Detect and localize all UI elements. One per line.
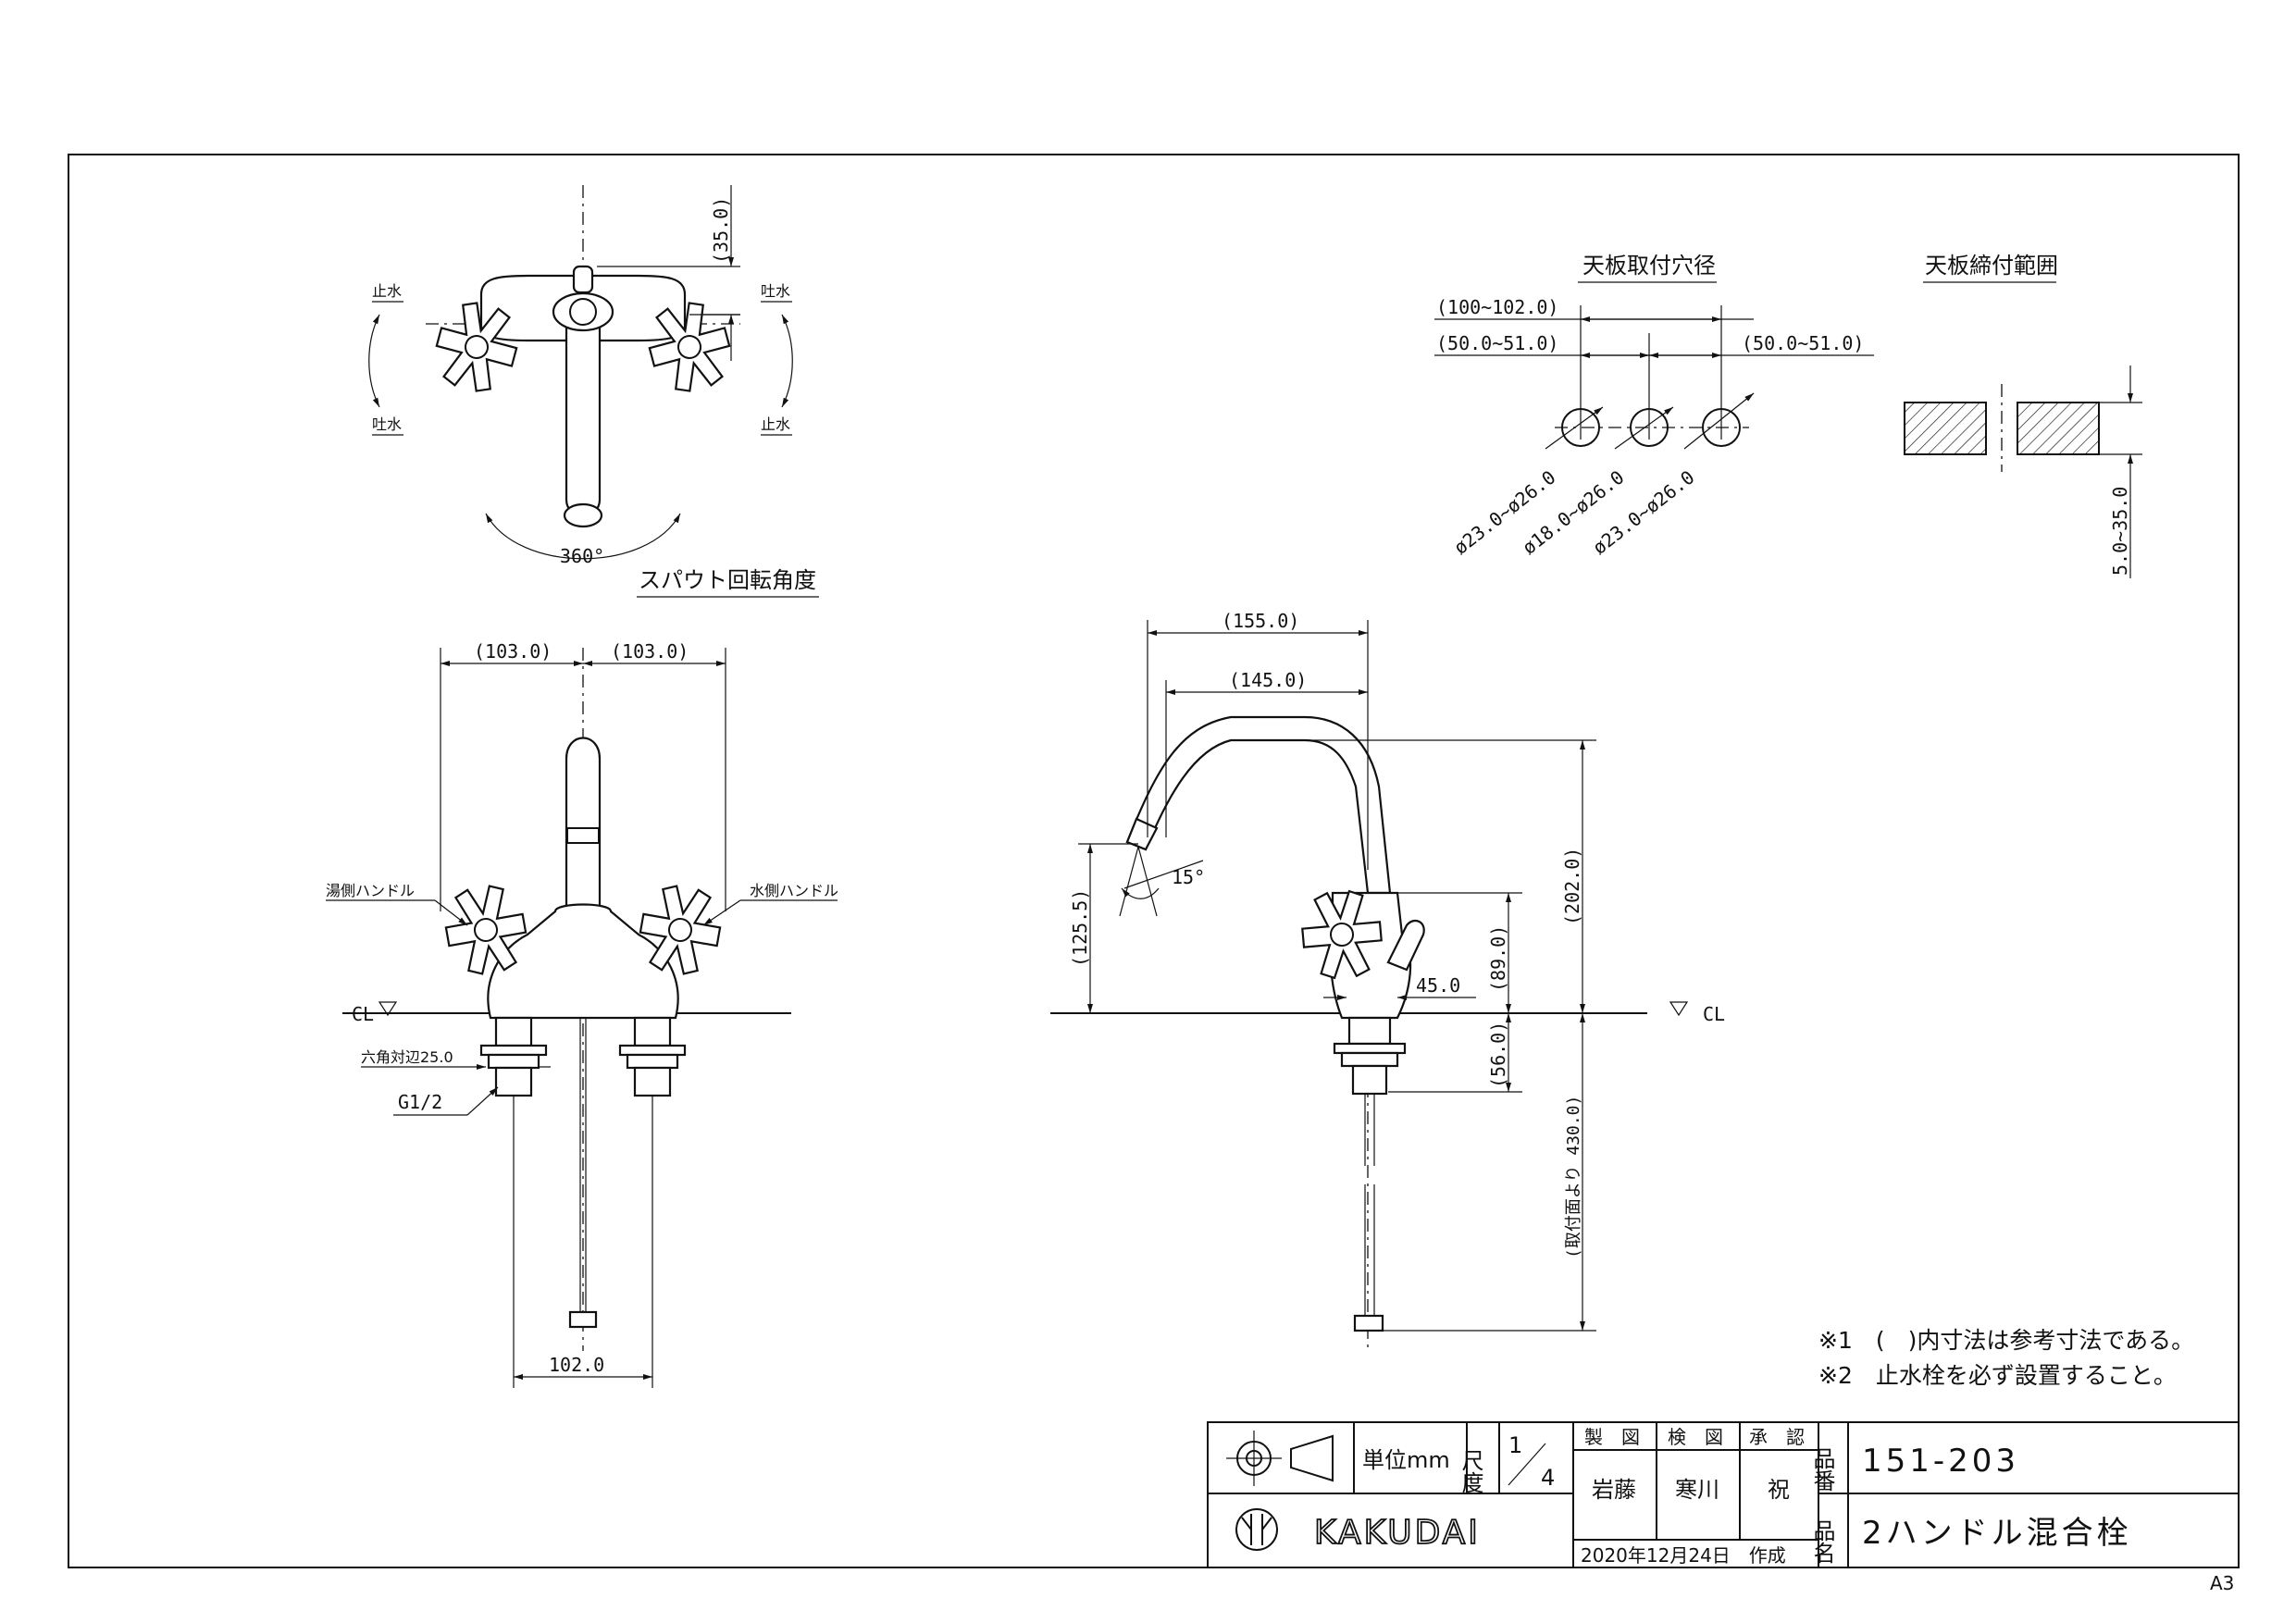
creation-date: 2020年12月24日 作成 [1581,1544,1786,1567]
sheet-border [68,154,2240,1568]
spout-rotation-caption: スパウト回転角度 [639,567,816,593]
role-drawn: 製 図 [1584,1426,1640,1448]
front-view: (103.0) (103.0) 湯側ハンドル 水側ハンドル CL 六角対辺25.… [326,640,838,1388]
holes-title: 天板取付穴径 [1582,253,1716,279]
side-dim-430: (取付面より 430.0) [1564,1096,1583,1258]
range-title: 天板締付範囲 [1925,253,2058,279]
side-view: (155.0) (145.0) (202.0) (89.0) (56.0) (取… [1050,610,1725,1351]
paper-size: A3 [2210,1572,2234,1594]
hex-label: 六角対辺25.0 [361,1048,453,1066]
range-view: 天板締付範囲 5.0~35.0 [1904,253,2142,578]
holes-view: 天板取付穴径 (100~102.0) (50.0~51.0) (50.0~51.… [1434,253,1874,559]
side-dim-56: (56.0) [1487,1022,1509,1088]
note-2: ※2 止水栓を必ず設置すること。 [1818,1362,2177,1389]
unit-label: 単位mm [1362,1447,1450,1473]
side-dim-89: (89.0) [1487,925,1509,992]
range-dim: 5.0~35.0 [2109,487,2131,576]
holes-dim-right: (50.0~51.0) [1742,332,1864,354]
title-block: 単位mm 尺度 1 4 製 図 検 図 承 認 岩藤 寒川 祝 2020年12月… [1207,1421,2240,1568]
top-right-bottom-label: 止水 [761,415,790,433]
front-dim-left: (103.0) [474,640,552,663]
part-number: 151-203 [1862,1443,2019,1480]
note-1: ※1 ( )内寸法は参考寸法である。 [1818,1327,2194,1354]
front-bottom-dim: 102.0 [549,1354,604,1376]
name-drawn: 岩藤 [1592,1477,1636,1503]
cold-handle-label: 水側ハンドル [750,882,838,899]
part-name-label: 品名 [1809,1519,1835,1564]
side-cl-label: CL [1703,1003,1725,1025]
scale-den: 4 [1541,1465,1555,1491]
holes-dim-total: (100~102.0) [1436,296,1558,318]
top-left-top-label: 止水 [372,282,402,300]
kakudai-logo: KAKUDAI [1235,1508,1481,1553]
name-approved: 祝 [1768,1477,1790,1503]
side-dim-155: (155.0) [1222,610,1299,632]
front-dim-right: (103.0) [611,640,689,663]
brand-name: KAKUDAI [1314,1514,1481,1552]
top-view: (35.0) 止水 吐水 吐水 止水 360° スパウト回転角度 [368,185,819,598]
top-height-dim: (35.0) [710,197,732,264]
side-dim-125: (125.5) [1069,889,1091,967]
top-right-top-label: 吐水 [761,282,790,300]
top-left-bottom-label: 吐水 [372,415,402,433]
role-checked: 検 図 [1668,1426,1723,1448]
scale-num: 1 [1508,1432,1522,1458]
side-angle: 15° [1172,866,1205,888]
side-dim-145: (145.0) [1229,669,1307,691]
scale-label: 尺度 [1458,1449,1483,1493]
rotation-label: 360° [560,545,604,567]
name-checked: 寒川 [1675,1477,1719,1503]
holes-dim-left: (50.0~51.0) [1436,332,1558,354]
front-cl-label: CL [352,1003,374,1025]
part-no-label: 品番 [1809,1447,1835,1492]
side-dim-45: 45.0 [1416,974,1460,997]
role-approved: 承 認 [1749,1426,1805,1448]
hot-handle-label: 湯側ハンドル [326,882,415,899]
thread-label: G1/2 [398,1091,442,1113]
side-dim-202: (202.0) [1561,848,1583,925]
part-name: 2ハンドル混合栓 [1862,1515,2132,1552]
